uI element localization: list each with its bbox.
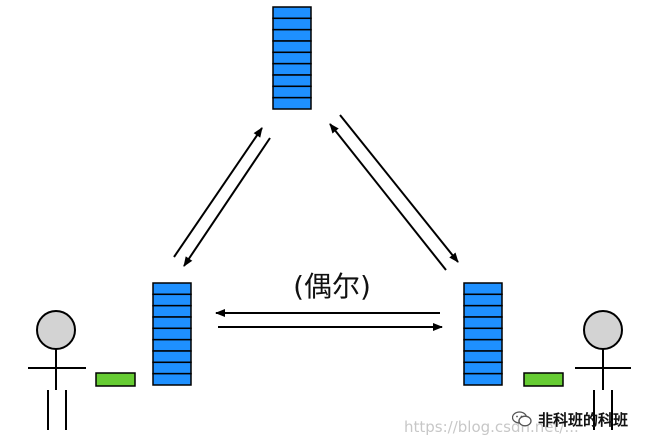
stack-slice [463, 304, 503, 318]
stack-slice [463, 282, 503, 296]
stack-slice [463, 338, 503, 352]
stack-slice [463, 316, 503, 330]
stack-slice [463, 361, 503, 375]
url-watermark: https://blog.csdn.net/... [404, 418, 579, 436]
stack-slice [272, 62, 312, 76]
stack-slice [463, 372, 503, 386]
stack-slice [152, 327, 192, 341]
right-server-stack [463, 282, 503, 386]
right-person-head [583, 310, 623, 350]
stack-slice [272, 51, 312, 65]
watermark: 非科班的科班 [512, 409, 628, 429]
stack-slice [463, 350, 503, 364]
right-person-figure [575, 310, 631, 430]
stack-slice [463, 327, 503, 341]
stack-slice [152, 293, 192, 307]
watermark-text: 非科班的科班 [538, 410, 629, 429]
stack-slice [272, 96, 312, 110]
left-person-figure [28, 310, 86, 430]
arrow-right-to-top [329, 123, 447, 271]
stack-slice [272, 40, 312, 54]
stack-slice [152, 350, 192, 364]
stack-slice [272, 28, 312, 42]
stack-slice [152, 361, 192, 375]
stack-slice [272, 85, 312, 99]
occasional-label: (偶尔) [293, 270, 371, 303]
stack-slice [152, 338, 192, 352]
arrow-left-to-top [173, 127, 263, 258]
left-server-stack [152, 282, 192, 386]
stack-slice [152, 372, 192, 386]
stack-slice [272, 17, 312, 31]
left-person-head [36, 310, 76, 350]
stack-slice [272, 6, 312, 20]
stack-slice [152, 282, 192, 296]
top-server-stack [272, 6, 312, 110]
stack-slice [152, 316, 192, 330]
arrow-top-to-left [183, 137, 271, 267]
left-packet [95, 372, 136, 387]
right-packet [523, 372, 564, 387]
stack-slice [272, 74, 312, 88]
wechat-icon [512, 411, 532, 427]
stack-slice [463, 293, 503, 307]
arrow-top-to-right [339, 114, 459, 263]
stack-slice [152, 304, 192, 318]
